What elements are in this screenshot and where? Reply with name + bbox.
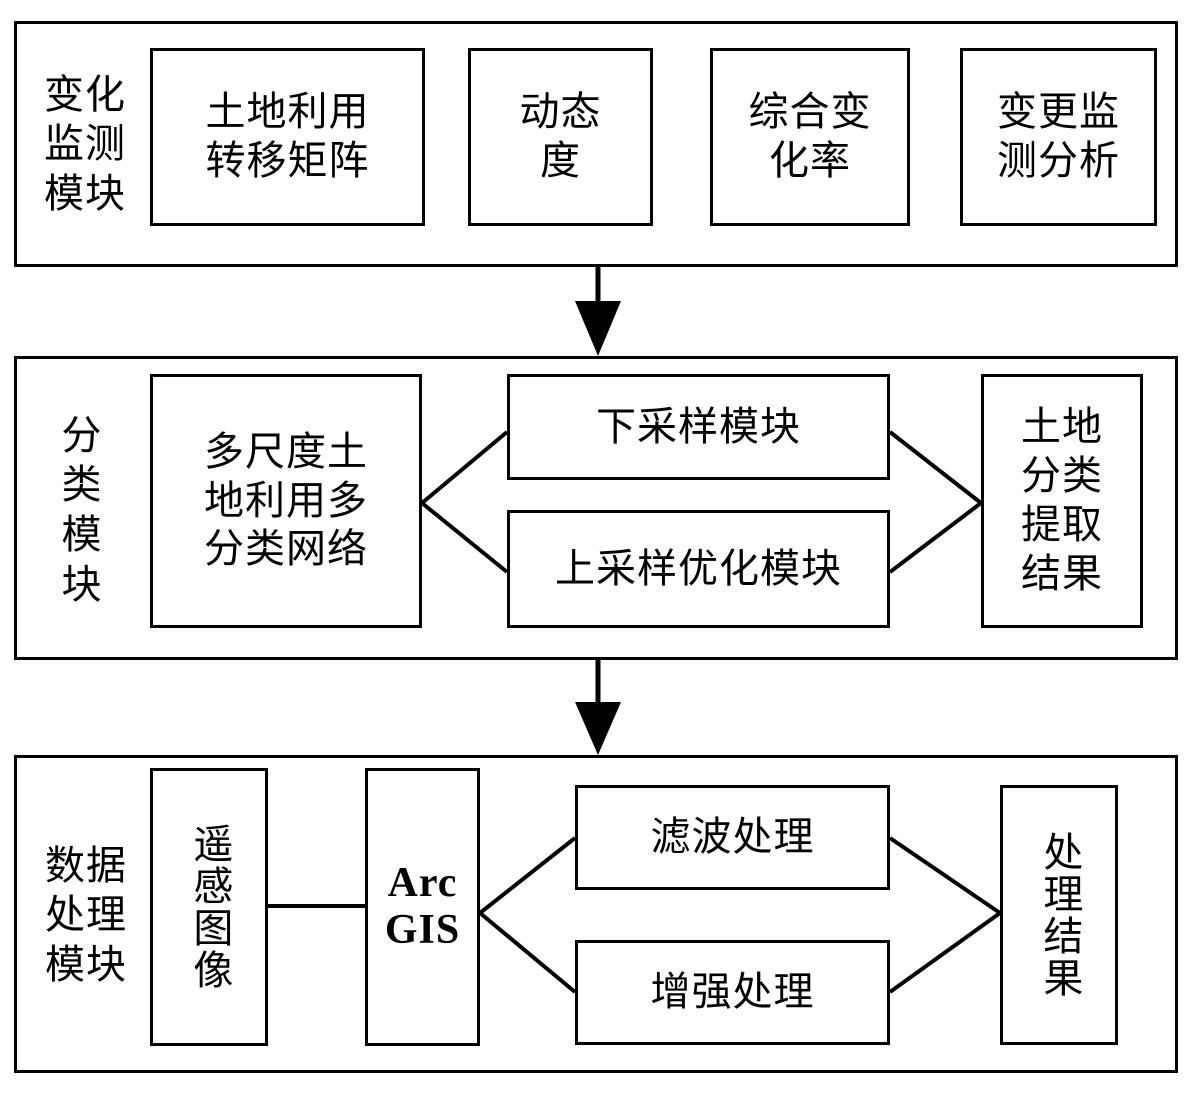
box-processing-result-label: 处理结果 xyxy=(1037,831,1083,999)
box-transfer-matrix[interactable]: 土地利用 转移矩阵 xyxy=(150,48,425,226)
box-upsampling-optimization-module[interactable]: 上采样优化模块 xyxy=(507,510,890,628)
box-comprehensive-change-rate-label: 综合变 化率 xyxy=(748,89,872,183)
box-enhancement-processing[interactable]: 增强处理 xyxy=(575,940,890,1045)
box-processing-result[interactable]: 处理结果 xyxy=(1000,785,1118,1045)
box-remote-sensing-image[interactable]: 遥感图像 xyxy=(150,768,268,1046)
section-label-change-monitoring-text: 变化 监测 模块 xyxy=(44,71,126,216)
box-transfer-matrix-label: 土地利用 转移矩阵 xyxy=(205,89,370,183)
section-label-data-processing: 数据 处理 模块 xyxy=(26,820,146,1010)
box-downsampling-module-label: 下采样模块 xyxy=(596,403,801,449)
box-dynamic-degree-label: 动态 度 xyxy=(519,89,602,183)
section-label-data-processing-text: 数据 处理 模块 xyxy=(45,842,127,987)
section-label-classification-text: 分 类 模 块 xyxy=(61,412,103,607)
box-land-classification-result[interactable]: 土地 分类 提取 结果 xyxy=(981,374,1143,628)
box-land-classification-result-label: 土地 分类 提取 结果 xyxy=(1021,404,1103,596)
box-comprehensive-change-rate[interactable]: 综合变 化率 xyxy=(710,48,910,226)
box-filter-processing-label: 滤波处理 xyxy=(650,814,815,860)
box-change-monitoring-analysis-label: 变更监 测分析 xyxy=(997,89,1120,183)
box-upsampling-optimization-module-label: 上采样优化模块 xyxy=(555,545,842,591)
box-dynamic-degree[interactable]: 动态 度 xyxy=(468,48,653,226)
section-label-classification: 分 类 模 块 xyxy=(34,390,130,630)
box-remote-sensing-image-label: 遥感图像 xyxy=(187,823,233,991)
box-downsampling-module[interactable]: 下采样模块 xyxy=(507,374,890,480)
arrow-monitoring-to-classification xyxy=(575,267,621,356)
box-enhancement-processing-label: 增强处理 xyxy=(650,969,815,1015)
box-multiscale-network[interactable]: 多尺度土 地利用多 分类网络 xyxy=(150,374,422,628)
box-change-monitoring-analysis[interactable]: 变更监 测分析 xyxy=(960,48,1157,226)
box-arcgis-label: Arc GIS xyxy=(384,859,461,953)
box-arcgis[interactable]: Arc GIS xyxy=(365,768,480,1046)
section-label-change-monitoring: 变化 监测 模块 xyxy=(26,48,144,240)
box-filter-processing[interactable]: 滤波处理 xyxy=(575,785,890,890)
arrow-classification-to-data xyxy=(575,660,621,755)
box-multiscale-network-label: 多尺度土 地利用多 分类网络 xyxy=(204,428,368,572)
